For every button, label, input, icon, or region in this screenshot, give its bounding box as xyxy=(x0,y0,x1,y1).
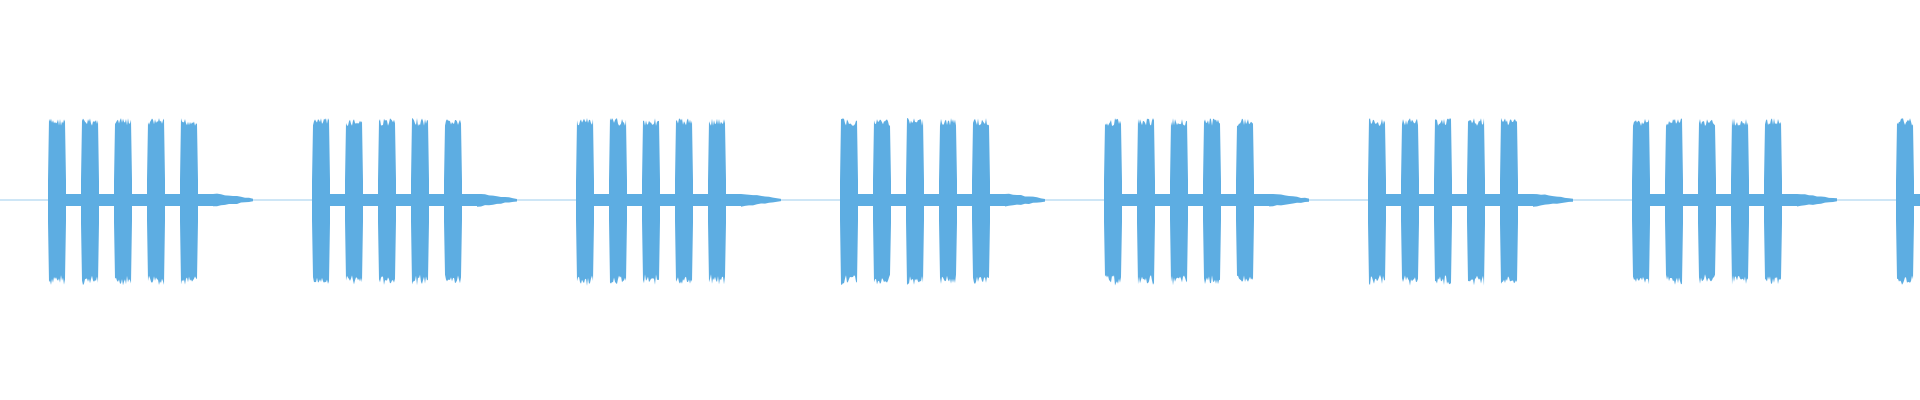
waveform-decay-tail xyxy=(741,194,781,207)
waveform-connector xyxy=(99,194,114,206)
waveform-connector xyxy=(1650,194,1665,206)
waveform-pulse xyxy=(609,118,627,284)
waveform-pulse xyxy=(1401,118,1419,286)
waveform-pulse xyxy=(1203,118,1221,285)
waveform-pulse xyxy=(576,118,594,286)
waveform-connector xyxy=(429,194,444,206)
waveform-connector xyxy=(990,194,1005,206)
waveform-connector xyxy=(1419,194,1434,206)
waveform-connector xyxy=(924,194,939,206)
waveform-connector xyxy=(1782,194,1797,206)
waveform-burst xyxy=(1632,118,1837,285)
waveform-pulse xyxy=(708,118,726,285)
waveform-connector xyxy=(1683,194,1698,206)
waveform-connector xyxy=(627,194,642,206)
waveform-pulse xyxy=(1170,118,1188,286)
waveform-pulse xyxy=(1896,118,1914,285)
waveform-pulse xyxy=(939,118,957,284)
waveform-pulse xyxy=(840,118,858,285)
waveform-pulse xyxy=(444,119,462,284)
waveform-decay-tail xyxy=(1797,194,1837,207)
waveform-connector xyxy=(132,194,147,206)
waveform-pulse xyxy=(114,118,132,286)
waveform-pulse xyxy=(1467,118,1485,286)
waveform-burst xyxy=(576,118,781,286)
waveform-pulse xyxy=(1764,118,1782,285)
waveform-connector xyxy=(1749,194,1764,206)
waveform-decay-tail xyxy=(1269,194,1309,207)
waveform-connector xyxy=(594,194,609,206)
waveform-pulse xyxy=(1137,118,1155,285)
waveform-pulse xyxy=(642,118,660,285)
waveform-pulse xyxy=(906,118,924,285)
waveform-connector xyxy=(66,194,81,206)
waveform-pulse xyxy=(1500,118,1518,284)
waveform-burst xyxy=(48,118,253,286)
waveform-pulse xyxy=(972,118,990,284)
waveform-pulse xyxy=(1236,118,1254,282)
waveform-connector xyxy=(1221,194,1236,206)
waveform-connector xyxy=(726,194,741,206)
waveform-pulse xyxy=(873,119,891,285)
waveform-burst xyxy=(1368,118,1573,286)
waveform-connector xyxy=(1716,194,1731,206)
waveform-connector xyxy=(165,194,180,206)
waveform-connector xyxy=(1485,194,1500,206)
waveform-pulse xyxy=(312,118,330,284)
waveform-connector xyxy=(1188,194,1203,206)
waveform-connector xyxy=(957,194,972,206)
waveform-connector xyxy=(330,194,345,206)
waveform-decay-tail xyxy=(1005,193,1045,207)
waveform-pulse xyxy=(1698,119,1716,284)
waveform-pulse xyxy=(1665,118,1683,285)
waveform-connector xyxy=(363,194,378,206)
waveform-connector xyxy=(660,194,675,206)
waveform-pulse xyxy=(378,118,396,285)
waveform-connector xyxy=(693,194,708,206)
waveform-connector xyxy=(891,194,906,206)
waveform-decay-tail xyxy=(1533,194,1573,207)
waveform-pulse xyxy=(48,118,66,285)
waveform-pulse xyxy=(1632,118,1650,285)
waveform-pulse xyxy=(675,118,693,284)
waveform-connector xyxy=(396,194,411,206)
waveform-pulse xyxy=(1104,118,1122,286)
waveform-connector xyxy=(198,194,213,206)
waveform-pulse xyxy=(1731,118,1749,285)
waveform-pulse xyxy=(345,119,363,285)
waveform-connector xyxy=(462,194,477,206)
waveform-burst xyxy=(840,118,1045,285)
waveform-connector xyxy=(1452,194,1467,206)
waveform-burst xyxy=(312,118,517,286)
waveform-connector xyxy=(858,194,873,206)
waveform-pulse xyxy=(1368,118,1386,286)
waveform-burst xyxy=(1104,118,1309,286)
waveform-pulse xyxy=(411,118,429,286)
waveform-connector xyxy=(1122,194,1137,206)
waveform-connector xyxy=(1155,194,1170,206)
waveform-connector xyxy=(1254,194,1269,206)
waveform-pulse xyxy=(1434,118,1452,285)
waveform-pulse xyxy=(180,118,198,285)
waveform-burst xyxy=(1896,118,1920,285)
waveform-pulse xyxy=(147,118,165,285)
waveform-connector xyxy=(1518,194,1533,206)
waveform-connector xyxy=(1386,194,1401,206)
waveform-pulse xyxy=(81,118,99,286)
waveform-decay-tail xyxy=(477,194,517,207)
waveform-connector xyxy=(1914,194,1920,206)
waveform-decay-tail xyxy=(213,193,253,207)
